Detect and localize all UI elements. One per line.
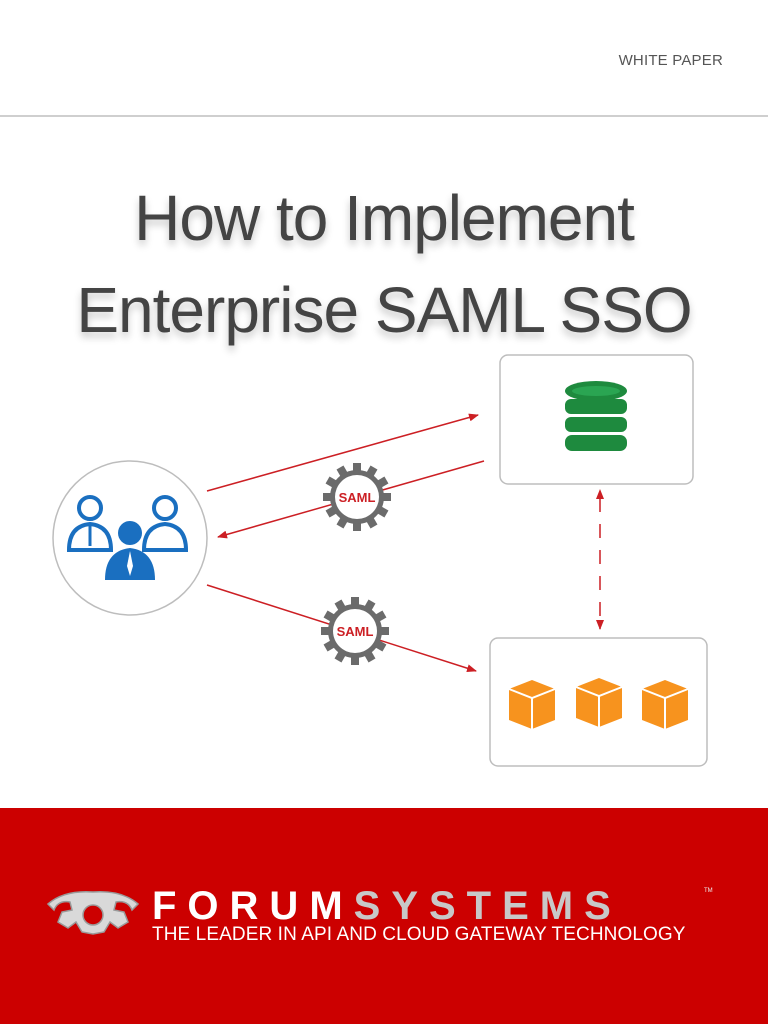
tagline: THE LEADER IN API AND CLOUD GATEWAY TECH… [152, 924, 686, 945]
brand-forum: FORUM [152, 884, 354, 928]
service-provider-node [489, 637, 708, 767]
trademark-mark: TM [704, 888, 713, 894]
database-icon [565, 381, 627, 451]
doc-type-label: WHITE PAPER [618, 52, 723, 69]
box-icon [508, 680, 556, 729]
identity-provider-node [499, 354, 694, 485]
header-divider [0, 115, 768, 117]
brand-wordmark: FORUMSYSTEMS [152, 886, 622, 926]
footer-banner: FORUMSYSTEMS TM THE LEADER IN API AND CL… [0, 808, 768, 1024]
saml-gear-label: SAML [337, 624, 374, 639]
title-line-1: How to Implement [134, 182, 635, 254]
saml-gear-icon [323, 463, 391, 531]
box-icon [575, 678, 623, 727]
request-arrow [206, 413, 479, 492]
saml-gear-icon [321, 597, 389, 665]
forum-systems-logo-icon [46, 891, 140, 935]
brand-systems: SYSTEMS [353, 884, 622, 928]
users-node [52, 460, 208, 616]
saml-flow-diagram: SAML SAML [52, 354, 708, 767]
saml-gear-label: SAML [339, 490, 376, 505]
title-line-2: Enterprise SAML SSO [76, 274, 692, 346]
page-title: How to Implement Enterprise SAML SSO [0, 172, 768, 356]
users-group-icon [66, 495, 189, 580]
box-icon [641, 680, 689, 729]
